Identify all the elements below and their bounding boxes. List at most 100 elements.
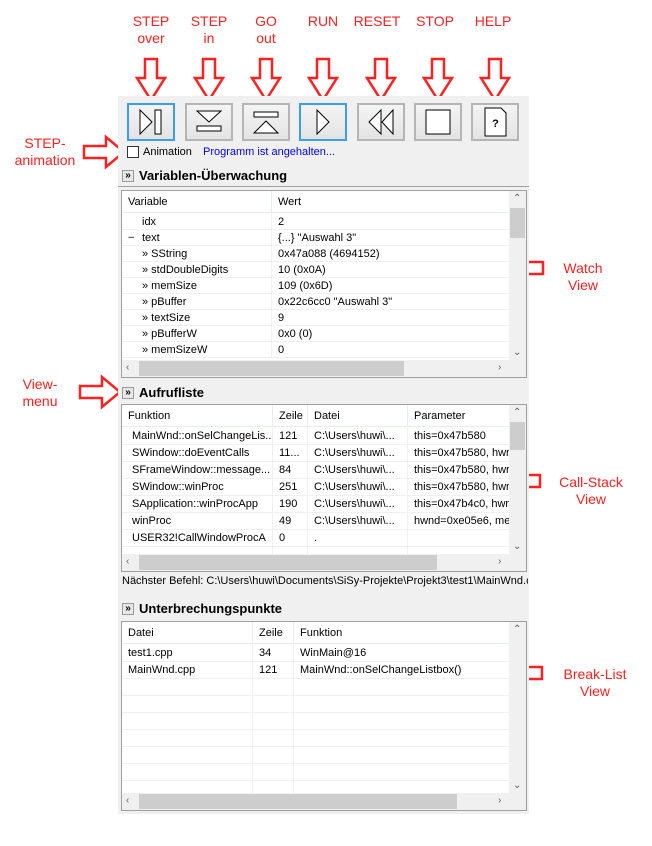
column-header[interactable]: Wert <box>272 191 510 213</box>
scroll-down-icon[interactable]: ⌄ <box>513 347 522 358</box>
animation-checkbox[interactable] <box>127 146 139 158</box>
scroll-right-icon[interactable]: › <box>498 556 502 567</box>
down-arrow-icon <box>306 57 340 103</box>
run-button[interactable] <box>299 103 347 141</box>
scroll-left-icon[interactable]: ‹ <box>126 556 130 567</box>
vertical-scrollbar[interactable]: ⌃⌄ <box>509 405 526 554</box>
scrollbar-thumb[interactable] <box>139 555 437 570</box>
down-arrow-icon <box>192 57 226 103</box>
annotation-step-in: STEP in <box>190 13 228 46</box>
step-in-button[interactable] <box>185 103 233 141</box>
table-cell: {...} "Auswahl 3" <box>272 230 510 246</box>
scroll-down-icon[interactable]: ⌄ <box>513 541 522 552</box>
table-row[interactable] <box>122 747 510 764</box>
table-cell: MainWnd::onSelChangeListbox() <box>294 662 510 679</box>
scroll-left-icon[interactable]: ‹ <box>126 362 130 373</box>
horizontal-scrollbar[interactable]: ‹› <box>122 793 526 810</box>
column-header[interactable]: Funktion <box>294 622 510 644</box>
horizontal-scrollbar[interactable]: ‹› <box>122 360 526 377</box>
column-header[interactable]: Zeile <box>273 405 308 427</box>
table-cell: text <box>122 230 272 246</box>
table-cell: 0 <box>273 530 308 547</box>
table-cell: idx <box>122 214 272 230</box>
table-cell <box>253 781 294 798</box>
annotation-stop: STOP <box>416 13 454 29</box>
scrollbar-thumb[interactable] <box>139 361 404 376</box>
callstack-title: Aufrufliste <box>139 385 204 400</box>
table-row[interactable] <box>122 713 510 730</box>
scroll-up-icon[interactable]: ⌃ <box>513 624 522 635</box>
table-cell: » SString <box>122 246 272 262</box>
table-row[interactable] <box>122 696 510 713</box>
table-row[interactable] <box>122 764 510 781</box>
table-row[interactable] <box>122 679 510 696</box>
table-cell <box>122 713 253 730</box>
table-row[interactable]: text{...} "Auswahl 3" − <box>122 230 510 246</box>
scroll-up-icon[interactable]: ⌃ <box>513 407 522 418</box>
table-cell: » pBufferW <box>122 326 272 342</box>
scroll-down-icon[interactable]: ⌄ <box>513 780 522 791</box>
table-cell <box>294 730 510 747</box>
scrollbar-thumb[interactable] <box>139 794 457 809</box>
horizontal-scrollbar[interactable]: ‹› <box>122 554 526 571</box>
column-header[interactable]: Variable <box>122 191 272 213</box>
table-cell: 121 <box>273 428 308 445</box>
table-cell: » textSize <box>122 310 272 326</box>
help-button[interactable]: ? <box>471 103 519 141</box>
down-arrow-icon <box>249 57 283 103</box>
step-over-button[interactable] <box>127 103 175 141</box>
stop-button[interactable] <box>414 103 462 141</box>
reset-button[interactable] <box>357 103 405 141</box>
vertical-scrollbar[interactable]: ⌃⌄ <box>509 191 526 360</box>
column-header[interactable]: Parameter <box>408 405 510 427</box>
divider <box>118 186 529 187</box>
table-cell: winProc <box>122 513 273 530</box>
collapse-icon[interactable]: − <box>128 232 135 244</box>
scrollbar-thumb[interactable] <box>510 208 525 238</box>
column-header[interactable]: Zeile <box>253 622 294 644</box>
table-cell <box>122 730 253 747</box>
table-cell: 11... <box>273 445 308 462</box>
scroll-right-icon[interactable]: › <box>498 362 502 373</box>
column-header[interactable]: Datei <box>308 405 408 427</box>
scroll-right-icon[interactable]: › <box>498 795 502 806</box>
right-arrow-icon <box>82 134 126 170</box>
table-row[interactable] <box>122 730 510 747</box>
scrollbar-thumb[interactable] <box>510 422 525 450</box>
table-cell: C:\Users\huwi\... <box>308 496 408 513</box>
table-cell: SWindow::doEventCalls <box>122 445 273 462</box>
view-menu-toggle[interactable]: » <box>122 602 134 615</box>
view-menu-toggle[interactable]: » <box>122 169 134 182</box>
vertical-scrollbar[interactable]: ⌃⌄ <box>509 622 526 793</box>
annotation-step-over: STEP over <box>132 13 170 46</box>
table-cell <box>122 747 253 764</box>
scroll-left-icon[interactable]: ‹ <box>126 795 130 806</box>
go-out-button[interactable] <box>242 103 290 141</box>
scroll-up-icon[interactable]: ⌃ <box>513 193 522 204</box>
view-menu-toggle[interactable]: » <box>122 386 134 399</box>
column-header[interactable]: Funktion <box>122 405 273 427</box>
table-cell: 10 (0x0A) <box>272 262 510 278</box>
table-cell: SWindow::winProc <box>122 479 273 496</box>
column-header[interactable]: Datei <box>122 622 253 644</box>
table-cell <box>253 730 294 747</box>
callstack-section-header: » Aufrufliste <box>122 385 204 400</box>
